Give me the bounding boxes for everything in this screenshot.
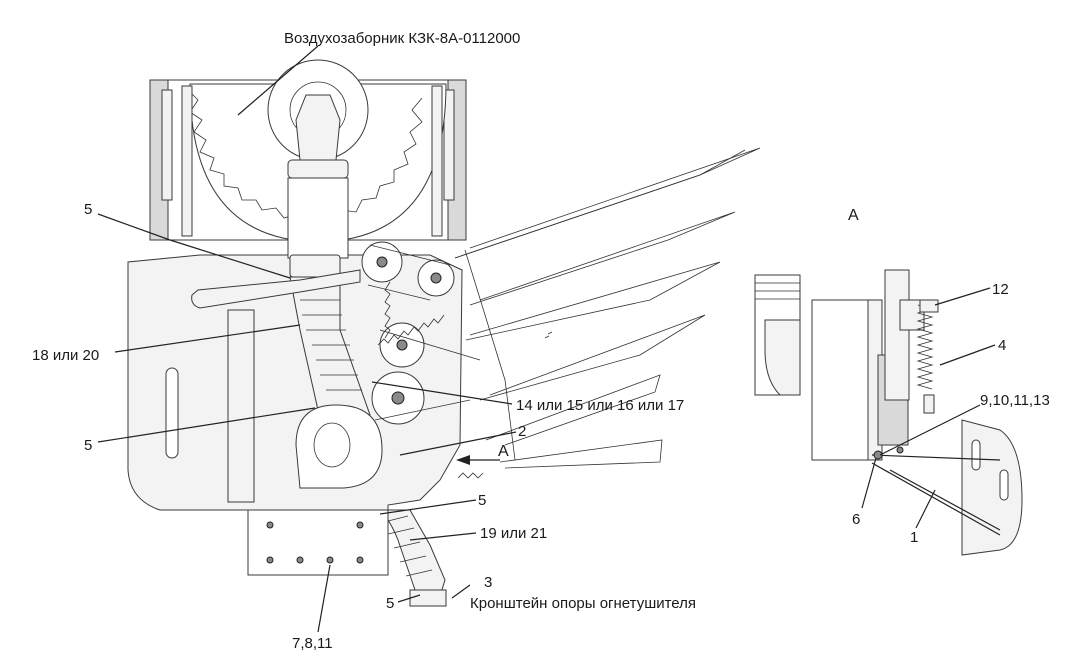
callout-12: 12 [992, 281, 1009, 298]
callout-1: 1 [910, 529, 918, 546]
label-bracket: Кронштейн опоры огнетушителя [470, 595, 696, 612]
main-assembly [127, 59, 484, 607]
callout-3: 3 [484, 574, 492, 591]
lower-pipe [378, 509, 446, 597]
side-panel [227, 309, 255, 503]
pulley-group [361, 241, 481, 425]
hose-clamp [457, 472, 484, 479]
filter-column [267, 59, 371, 431]
label-air-intake: Воздухозаборник КЗК-8А-0112000 [284, 30, 520, 47]
engine-body [127, 254, 463, 576]
callout-14-17: 14 или 15 или 16 или 17 [516, 397, 684, 414]
horizontal-rod [191, 269, 361, 309]
callout-6: 6 [852, 511, 860, 528]
callout-4: 4 [998, 337, 1006, 354]
label-view-a-arrow: А [498, 443, 509, 460]
elbow-pipe [295, 404, 383, 489]
callout-18-20: 18 или 20 [32, 347, 99, 364]
base-bolts [247, 509, 389, 576]
leader-lines [97, 45, 996, 633]
callout-2: 2 [518, 423, 526, 440]
view-a-arrow [456, 455, 500, 465]
view-a-detail [754, 269, 1023, 556]
callout-19-21: 19 или 21 [480, 525, 547, 542]
callout-5-bottom: 5 [386, 595, 394, 612]
callout-5-right: 5 [478, 492, 486, 509]
chevron-graphic [454, 147, 761, 469]
callout-7-8-11: 7,8,11 [292, 635, 333, 652]
bracket-foot [409, 589, 447, 607]
label-view-a-title: А [848, 207, 859, 224]
callout-5-top: 5 [84, 201, 92, 218]
callout-9-10-11-13: 9,10,11,13 [980, 392, 1050, 409]
panel-slot [165, 367, 179, 459]
callout-5-mid: 5 [84, 437, 92, 454]
